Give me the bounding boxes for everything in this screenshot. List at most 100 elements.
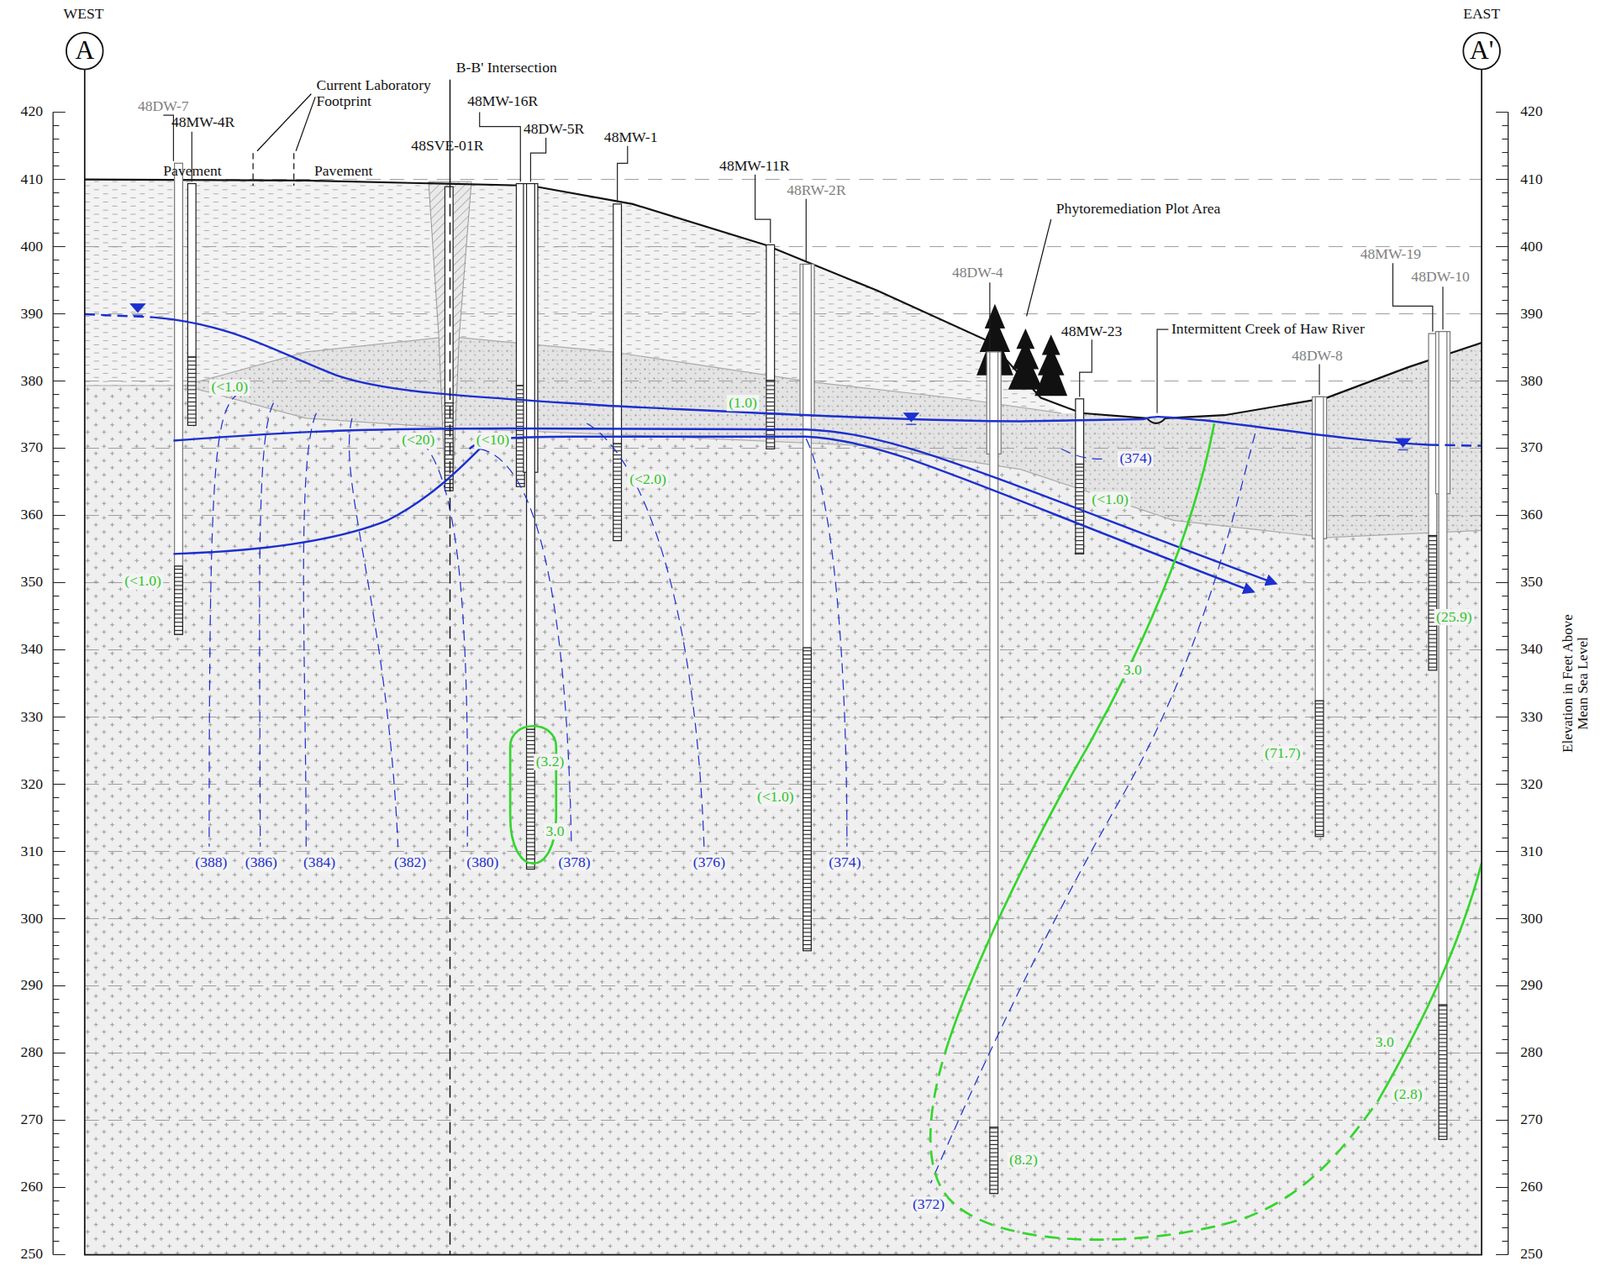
monitoring-well bbox=[174, 163, 184, 635]
section-label: Pavement bbox=[163, 163, 222, 179]
leader-line bbox=[1442, 286, 1443, 330]
concentration-value: (2.8) bbox=[1391, 1086, 1425, 1103]
grid-line bbox=[84, 515, 1482, 516]
section-label: 48RW-2R bbox=[786, 182, 846, 199]
monitoring-well bbox=[1075, 399, 1085, 555]
section-end-marker: A' bbox=[1462, 31, 1501, 71]
axis-title: Elevation in Feet Above Mean Sea Level bbox=[1559, 596, 1591, 770]
axis-value: 290 bbox=[1520, 978, 1543, 995]
concentration-value: 3.0 bbox=[543, 823, 567, 840]
section-label: 48DW-5R bbox=[523, 121, 585, 138]
section-label: EAST bbox=[1463, 5, 1500, 22]
axis-value: 310 bbox=[21, 843, 43, 860]
section-letter: A bbox=[65, 31, 105, 71]
contour-label: (384) bbox=[301, 855, 338, 872]
axis-value: 380 bbox=[21, 373, 43, 390]
axis-value: 250 bbox=[21, 1247, 43, 1264]
axis-ticks bbox=[52, 112, 1509, 1256]
axis-value: 360 bbox=[1520, 507, 1543, 524]
section-label: 48MW-11R bbox=[719, 157, 790, 174]
axis-value: 260 bbox=[1520, 1179, 1543, 1196]
section-label: Current Laboratory Footprint bbox=[315, 77, 459, 111]
axis-value: 340 bbox=[1520, 642, 1543, 658]
axis-value: 260 bbox=[21, 1179, 43, 1196]
leader-line bbox=[989, 282, 990, 350]
leader-line bbox=[755, 174, 771, 243]
leader-line bbox=[1318, 364, 1320, 395]
monitoring-well bbox=[1312, 396, 1327, 837]
concentration-value: (<1.0) bbox=[209, 379, 251, 396]
section-label: Intermittent Creek of Haw River bbox=[1171, 321, 1365, 338]
concentration-value: (3.2) bbox=[533, 753, 567, 770]
axis-value: 320 bbox=[21, 776, 43, 793]
concentration-value: (8.2) bbox=[1007, 1152, 1041, 1169]
section-label: 48DW-10 bbox=[1410, 269, 1469, 286]
axis-value: 400 bbox=[21, 238, 43, 255]
grid-line bbox=[84, 649, 1482, 651]
leader-line bbox=[1079, 339, 1093, 397]
contour-label: (376) bbox=[690, 855, 727, 872]
axis-value: 400 bbox=[1520, 238, 1543, 255]
section-label: 48SVE-01R bbox=[410, 137, 484, 154]
concentration-value: (<20) bbox=[400, 432, 437, 449]
axis-value: 270 bbox=[1520, 1112, 1543, 1129]
section-label: 48MW-1 bbox=[604, 129, 658, 146]
axis-value: 390 bbox=[21, 305, 43, 322]
grid-line bbox=[84, 985, 1482, 987]
monitoring-well bbox=[444, 186, 453, 491]
contour-label: (386) bbox=[242, 855, 279, 872]
section-label: 48DW-8 bbox=[1291, 347, 1343, 364]
concentration-value: (<10) bbox=[473, 432, 511, 449]
axis-value: 250 bbox=[1520, 1247, 1543, 1264]
leader-line bbox=[805, 199, 807, 263]
axis-value: 390 bbox=[1520, 305, 1543, 322]
axis-value: 360 bbox=[21, 507, 43, 524]
grid-line bbox=[84, 716, 1482, 718]
section-label: B-B' Intersection bbox=[456, 60, 558, 77]
monitoring-well bbox=[766, 244, 775, 449]
axis-value: 420 bbox=[21, 104, 43, 121]
monitoring-well bbox=[1436, 331, 1451, 1141]
grid-line bbox=[84, 918, 1482, 920]
axis-value: 370 bbox=[1520, 440, 1543, 457]
axis-value: 420 bbox=[1520, 104, 1543, 121]
grid-line bbox=[84, 784, 1482, 785]
leader-line bbox=[479, 112, 522, 183]
section-label: 48MW-19 bbox=[1360, 247, 1422, 264]
axis-value: 320 bbox=[1520, 776, 1543, 793]
axis-value: 350 bbox=[1520, 574, 1543, 591]
axis-value: 310 bbox=[1520, 843, 1543, 860]
leader-line bbox=[1157, 329, 1169, 414]
axis-value: 410 bbox=[21, 171, 43, 188]
axis-value: 270 bbox=[21, 1112, 43, 1129]
section-end-marker: A bbox=[65, 31, 105, 71]
section-label: WEST bbox=[63, 5, 105, 22]
grid-line bbox=[84, 246, 1482, 248]
axis-value: 280 bbox=[1520, 1045, 1543, 1062]
contour-label: (374) bbox=[826, 855, 864, 872]
contour-label: (380) bbox=[464, 855, 501, 872]
grid-line bbox=[84, 1120, 1482, 1122]
axis-value: 410 bbox=[1520, 171, 1543, 188]
contour-label: (382) bbox=[392, 855, 429, 872]
grid-line bbox=[84, 447, 1482, 449]
concentration-value: (<2.0) bbox=[627, 471, 669, 488]
concentration-value: (1.0) bbox=[726, 394, 760, 411]
section-letter: A' bbox=[1462, 31, 1501, 71]
concentration-value: (<1.0) bbox=[755, 789, 797, 806]
section-label: 48MW-4R bbox=[171, 114, 235, 131]
section-label: Pavement bbox=[314, 163, 373, 179]
axis-value: 330 bbox=[1520, 709, 1543, 726]
section-label: Phytoremediation Plot Area bbox=[1056, 200, 1222, 217]
concentration-value: (71.7) bbox=[1263, 746, 1303, 763]
axis-value: 290 bbox=[21, 978, 43, 995]
axis-value: 350 bbox=[21, 574, 43, 591]
section-label: 48DW-7 bbox=[137, 99, 190, 116]
grid-line bbox=[84, 851, 1482, 853]
grid-line bbox=[84, 380, 1482, 382]
contour-label: (372) bbox=[910, 1196, 947, 1213]
grid-line bbox=[84, 313, 1482, 315]
leader-line bbox=[530, 137, 546, 182]
axis-value: 300 bbox=[1520, 910, 1543, 927]
monitoring-well bbox=[187, 184, 196, 427]
